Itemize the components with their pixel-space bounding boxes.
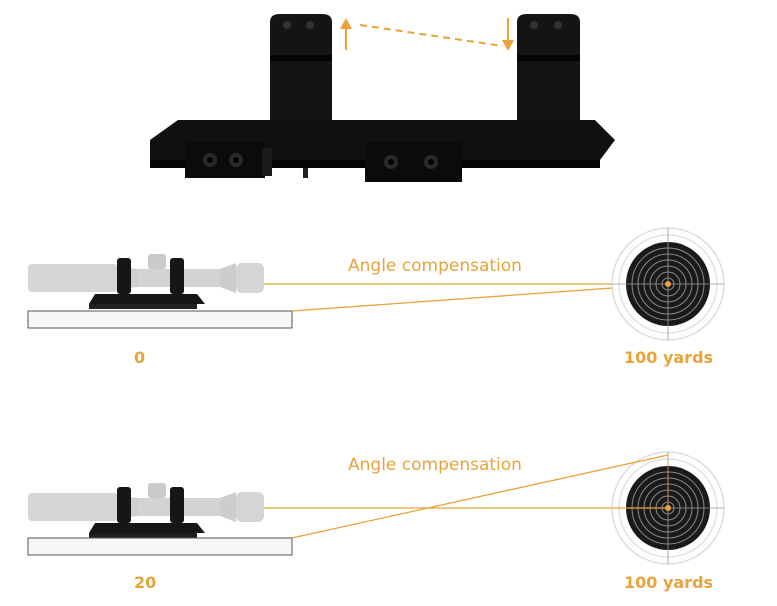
distance-label: 100 yards: [624, 348, 714, 367]
angle-compensation-label: Angle compensation: [348, 455, 522, 475]
angle-compensation-label: Angle compensation: [348, 256, 522, 276]
angle-value-label: 20: [134, 573, 157, 592]
bore-line: [291, 283, 669, 312]
rifle-scope: [28, 483, 264, 522]
angle-value-label: 0: [134, 348, 146, 367]
base-surface: [27, 537, 293, 556]
scope-mount-image: [150, 14, 615, 182]
rifle-scope: [28, 254, 264, 293]
panel-0-degree: [27, 227, 725, 341]
panel-20-moa: [27, 451, 725, 565]
distance-label: 100 yards: [624, 573, 714, 592]
base-surface: [27, 310, 293, 329]
bore-line: [291, 454, 669, 539]
